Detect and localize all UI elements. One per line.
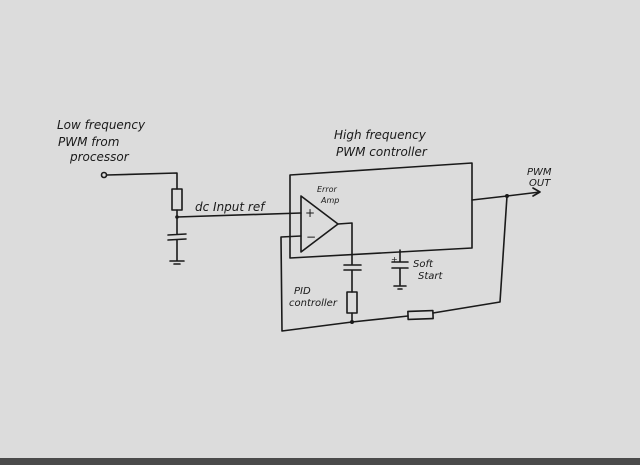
pwm-out-label-line2: OUT xyxy=(529,178,551,189)
pwm-out-arrow xyxy=(471,187,541,201)
pid-label-line1: PID xyxy=(294,286,311,297)
filter-resistor xyxy=(171,188,183,211)
soft-start-label-line1: Soft xyxy=(413,259,434,270)
pwm-out-label-line1: PWM xyxy=(527,167,552,178)
error-amp-label-line2: Amp xyxy=(320,196,339,205)
opamp-plus-sign: + xyxy=(305,206,315,220)
input-terminal xyxy=(100,171,108,179)
soft-start-label-line2: Start xyxy=(418,271,444,282)
feedback-wire xyxy=(280,235,353,332)
error-amp xyxy=(300,195,339,253)
opamp-minus-sign: − xyxy=(306,230,316,244)
soft-start-capacitor xyxy=(391,249,409,290)
pid-resistor xyxy=(346,291,358,314)
soft-start-plus-mark: + xyxy=(391,255,398,264)
input-label-line1: Low frequency xyxy=(57,118,146,132)
dc-input-ref-label: dc Input ref xyxy=(195,200,266,214)
output-feedback-wire xyxy=(432,195,508,314)
input-label-line3: processor xyxy=(69,150,130,164)
controller-label-line1: High frequency xyxy=(334,128,427,142)
input-rc-filter xyxy=(100,171,302,265)
error-amp-label-line1: Error xyxy=(317,185,338,194)
controller-label-line2: PWM controller xyxy=(336,145,428,159)
scan-edge xyxy=(0,458,640,465)
input-label-line2: PWM from xyxy=(58,135,119,149)
pid-label-line2: controller xyxy=(289,298,338,309)
pid-capacitor xyxy=(337,222,362,293)
feedback-resistor xyxy=(407,309,434,321)
pwm-controller-box xyxy=(289,162,473,259)
